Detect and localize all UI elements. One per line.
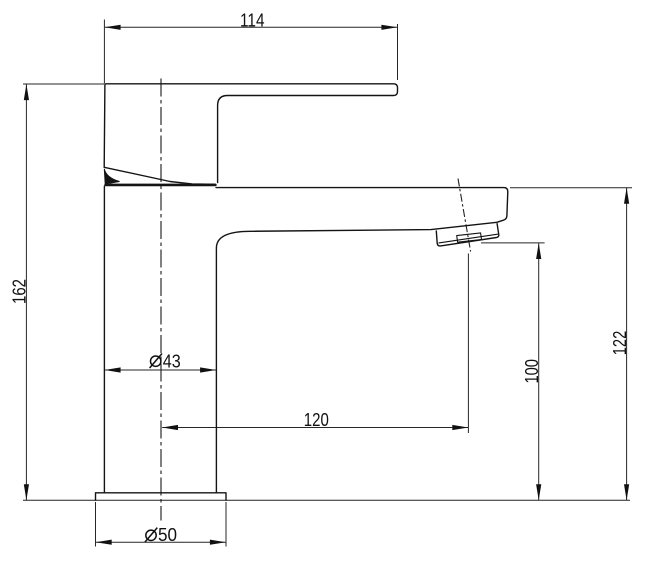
svg-text:100: 100 [521, 359, 542, 384]
svg-text:120: 120 [304, 409, 329, 430]
svg-text:114: 114 [240, 10, 265, 31]
svg-text:50: 50 [158, 524, 177, 545]
svg-text:122: 122 [609, 331, 630, 356]
svg-text:162: 162 [9, 279, 30, 304]
svg-text:43: 43 [163, 350, 181, 371]
